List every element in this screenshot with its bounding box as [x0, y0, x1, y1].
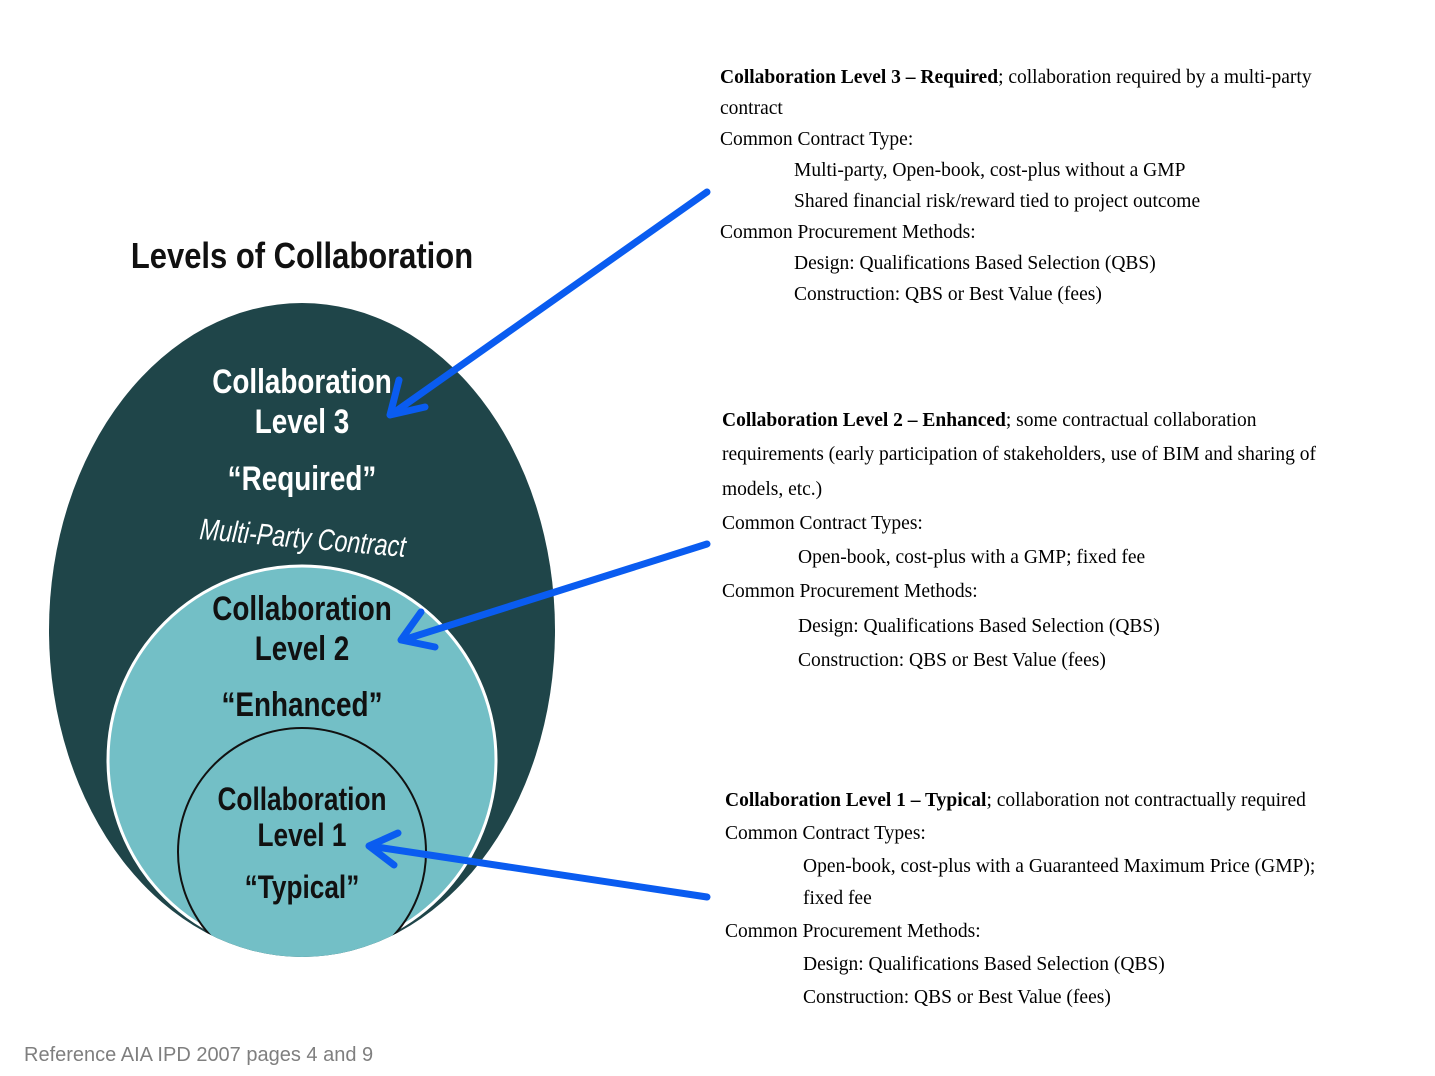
- level-2-label-line1: Collaboration: [212, 589, 392, 627]
- level-3-contract-item: Shared financial risk/reward tied to pro…: [794, 191, 1201, 212]
- arrow-level-3: [388, 188, 711, 418]
- level-3-heading: Collaboration Level 3 – Required: [720, 67, 999, 88]
- level-2-summary-cont: models, etc.): [722, 478, 823, 500]
- level-3-summary-cont: contract: [720, 98, 783, 119]
- level-2-procurement-label: Common Procurement Methods:: [722, 581, 978, 603]
- level-1-label-line2: Level 1: [258, 819, 347, 854]
- level-1-label-line3: “Typical”: [245, 871, 360, 906]
- level-2-summary: ; some contractual collaboration: [1005, 410, 1257, 431]
- level-1-procurement-item: Design: Qualifications Based Selection (…: [803, 953, 1165, 975]
- level-2-label-line2: Level 2: [255, 629, 350, 667]
- level-3-procurement-label: Common Procurement Methods:: [720, 222, 976, 243]
- level-2-description: Collaboration Level 2 – Enhanced; some c…: [722, 404, 1316, 678]
- arrow-level-1: [366, 842, 711, 901]
- level-3-label-line2: Level 3: [255, 402, 350, 440]
- level-3-label-line3: “Required”: [228, 459, 377, 497]
- level-2-procurement-item: Design: Qualifications Based Selection (…: [798, 615, 1160, 637]
- level-2-heading: Collaboration Level 2 – Enhanced: [722, 410, 1006, 431]
- arrow-level-2: [399, 540, 711, 644]
- level-1-procurement-label: Common Procurement Methods:: [725, 921, 981, 943]
- level-3-contract-label: Common Contract Type:: [720, 129, 914, 150]
- level-3-label-line1: Collaboration: [212, 362, 392, 400]
- diagram-title: Levels of Collaboration: [131, 237, 473, 277]
- level-1-summary: ; collaboration not contractually requir…: [986, 790, 1306, 811]
- level-3-summary: ; collaboration required by a multi-part…: [998, 67, 1312, 88]
- level-3-contract-item: Multi-party, Open-book, cost-plus withou…: [794, 160, 1186, 181]
- level-2-contract-item: Open-book, cost-plus with a GMP; fixed f…: [798, 547, 1146, 569]
- level-2-label-line3: “Enhanced”: [221, 685, 382, 723]
- level-1-description: Collaboration Level 1 – Typical; collabo…: [725, 785, 1315, 1015]
- level-1-contract-item: Open-book, cost-plus with a Guaranteed M…: [803, 855, 1316, 877]
- arrow-level-1-head: [365, 829, 402, 869]
- level-1-procurement-item: Construction: QBS or Best Value (fees): [803, 986, 1111, 1008]
- level-2-summary-cont: requirements (early participation of sta…: [722, 444, 1317, 466]
- level-3-description: Collaboration Level 3 – Required; collab…: [720, 62, 1312, 310]
- arrow-level-2-head: [397, 608, 439, 651]
- level-2-contract-label: Common Contract Types:: [722, 512, 923, 534]
- level-1-heading: Collaboration Level 1 – Typical: [725, 790, 987, 811]
- arrow-level-3-head: [386, 376, 429, 419]
- level-2-procurement-item: Construction: QBS or Best Value (fees): [798, 650, 1106, 672]
- reference-note: Reference AIA IPD 2007 pages 4 and 9: [24, 1044, 374, 1066]
- level-1-label-line1: Collaboration: [217, 783, 386, 818]
- level-3-procurement-item: Design: Qualifications Based Selection (…: [794, 253, 1156, 274]
- level-3-procurement-item: Construction: QBS or Best Value (fees): [794, 284, 1102, 305]
- level-1-contract-item: fixed fee: [803, 888, 872, 910]
- level-1-contract-label: Common Contract Types:: [725, 822, 926, 844]
